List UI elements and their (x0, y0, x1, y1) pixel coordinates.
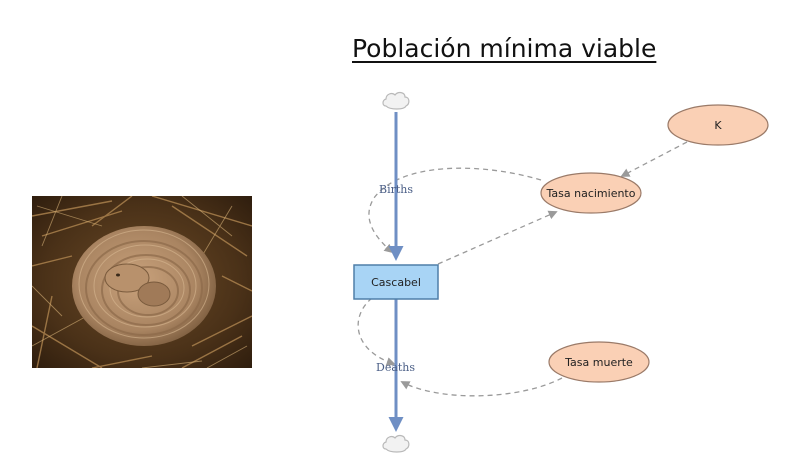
source-cloud-icon (382, 91, 410, 110)
stock-cascabel[interactable] (353, 264, 439, 300)
link-tasa-nacimiento-to-births (368, 167, 542, 254)
link-k-to-tasa-nacimiento (620, 141, 688, 177)
flow-label-births: Births (379, 183, 413, 196)
sink-cloud-icon (382, 434, 410, 453)
page-title: Población mínima viable (352, 34, 657, 63)
aux-tasa-nacimiento[interactable] (540, 172, 642, 214)
link-cascabel-to-deaths (357, 297, 396, 367)
link-cascabel-to-tasa-nacimiento (437, 210, 558, 265)
aux-tasa-muerte[interactable] (548, 341, 650, 383)
aux-label-k: K (714, 119, 722, 132)
aux-label-tasa-nacimiento: Tasa nacimiento (546, 187, 636, 200)
flow-label-deaths: Deaths (376, 361, 415, 374)
aux-label-tasa-muerte: Tasa muerte (564, 356, 633, 369)
rattlesnake-photo (32, 196, 252, 368)
aux-k[interactable] (667, 104, 769, 146)
stock-label-cascabel: Cascabel (371, 276, 421, 289)
link-tasa-muerte-to-deaths (400, 377, 563, 397)
